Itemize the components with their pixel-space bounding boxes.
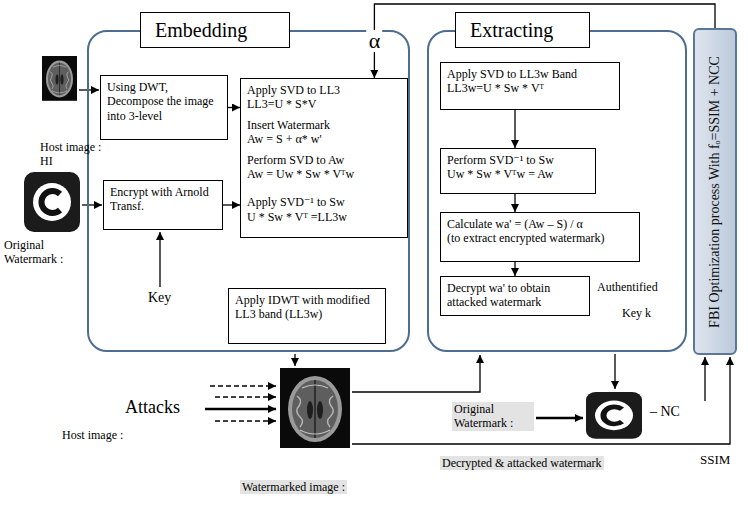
original-watermark-icon: [24, 172, 80, 232]
attack-arrow: [210, 385, 276, 386]
attack-arrow: [215, 420, 276, 421]
box-text: Apply SVD⁻¹ to Sw: [247, 195, 401, 209]
output-arrow: [294, 354, 295, 366]
box-text: Aw = Uw * Sw * Vᵀw: [247, 167, 401, 181]
box-text: (to extract encrypted watermark): [447, 231, 633, 245]
box-text: Aw = S + α* w': [247, 132, 401, 146]
process-box: Calculate wa' = (Aw – S) / α(to extract …: [440, 212, 640, 262]
box-text: Encrypt with Arnold Transf.: [110, 185, 216, 214]
annotation-label: Watermarked image :: [240, 480, 347, 494]
ssim-wire: [352, 357, 730, 444]
watermarked-image-figure: [280, 368, 350, 448]
process-box: Encrypt with Arnold Transf.: [103, 180, 223, 230]
extracted-watermark-icon: [586, 392, 642, 439]
process-box: Using DWT, Decompose the image into 3-le…: [100, 75, 228, 140]
flow-connector: [223, 204, 240, 205]
annotation-label: Attacks: [125, 397, 180, 419]
annotation-label: Original Watermark :: [452, 402, 534, 431]
box-text: Calculate wa' = (Aw – S) / α: [447, 217, 633, 231]
output-arrow: [614, 354, 615, 389]
box-text: Perform SVD to Aw: [247, 153, 401, 167]
box-text: Insert Watermark: [247, 118, 401, 132]
process-group: ExtractingApply SVD to LL3w BandLL3w=U *…: [427, 30, 687, 352]
process-box: Apply SVD to LL3w BandLL3w=U * Sw * Vᵀ: [440, 62, 620, 110]
box-text: Apply SVD to LL3w Band: [447, 67, 613, 81]
nc-arrow: [704, 357, 705, 401]
annotation-label: – NC: [650, 404, 680, 421]
annotation-label: Host image : HI: [40, 140, 102, 169]
box-text: Using DWT, Decompose the image into 3-le…: [107, 80, 221, 123]
process-group: EmbeddingUsing DWT, Decompose the image …: [87, 30, 410, 352]
bar-text: FBI Optimization process With fₒ=SSIM + …: [707, 56, 723, 328]
box-text: LL3w=U * Sw * Vᵀ: [447, 81, 613, 95]
flow-connector: [514, 194, 515, 212]
host-image-figure: [42, 56, 77, 101]
process-box: Apply SVD to LL3LL3=U * S*V Insert Waterm…: [240, 78, 408, 238]
box-text: U * Sw * Vᵀ =LL3w: [247, 210, 401, 224]
annotation-label: Authentified: [597, 280, 658, 294]
attack-arrow: [205, 408, 276, 411]
box-text: Apply SVD to LL3: [247, 83, 401, 97]
reference-arrow: [536, 417, 583, 420]
input-arrow: [79, 89, 99, 90]
annotation-label: Key k: [622, 306, 651, 320]
annotation-label: SSIM: [700, 452, 730, 468]
box-text: Decrypt wa' to obtain attacked watermark: [447, 281, 583, 310]
edge-label: α: [367, 30, 383, 52]
box-text: Apply IDWT with modified LL3 band (LL3w): [235, 293, 379, 322]
key-arrow: [159, 232, 160, 287]
box-text: LL3=U * S*V: [247, 97, 401, 111]
flow-connector: [514, 262, 515, 276]
process-box: Perform SVD⁻¹ to SwUw * Sw * Vᵀw = Aw: [440, 148, 596, 194]
annotation-label: Host image :: [62, 428, 123, 442]
box-text: Perform SVD⁻¹ to Sw: [447, 153, 589, 167]
attack-arrow: [215, 396, 276, 397]
process-box: Apply IDWT with modified LL3 band (LL3w): [228, 288, 386, 344]
optimization-bar: FBI Optimization process With fₒ=SSIM + …: [693, 28, 737, 355]
annotation-label: Decrypted & attacked watermark: [440, 456, 604, 470]
input-arrow: [82, 204, 102, 205]
process-box: Decrypt wa' to obtain attacked watermark: [440, 276, 590, 316]
flow-connector: [514, 110, 515, 148]
group-heading: Extracting: [455, 12, 590, 48]
flow-connector: [228, 107, 240, 108]
group-heading: Embedding: [140, 12, 290, 48]
annotation-label: Key: [148, 290, 171, 307]
annotation-label: Original Watermark :: [4, 238, 84, 267]
extract-input-wire: [352, 355, 480, 392]
box-text: Uw * Sw * Vᵀw = Aw: [447, 167, 589, 181]
